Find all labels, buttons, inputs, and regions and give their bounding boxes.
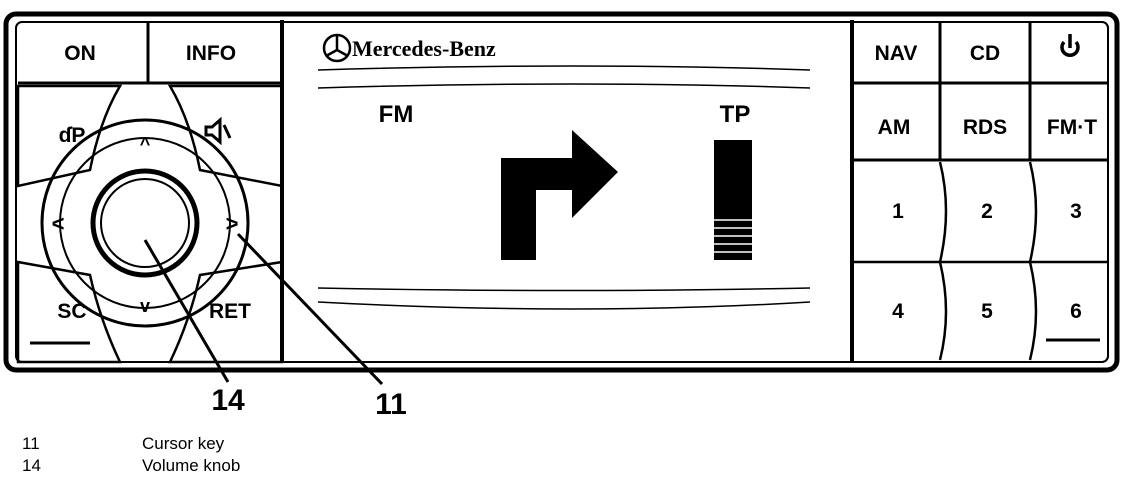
legend-row: 14 Volume knob bbox=[22, 455, 240, 477]
callout-leaders bbox=[143, 232, 384, 386]
cursor-right-arrow: > bbox=[226, 211, 239, 236]
turn-right-arrow-icon bbox=[501, 130, 618, 260]
cursor-up-arrow: ^ bbox=[140, 134, 151, 154]
signal-strength-icon bbox=[714, 140, 752, 260]
preset-4-button[interactable]: 4 bbox=[892, 300, 904, 323]
legend-number: 14 bbox=[22, 456, 41, 475]
legend-text: Volume knob bbox=[142, 456, 241, 475]
rds-label: RDS bbox=[963, 116, 1007, 139]
preset-1-button[interactable]: 1 bbox=[892, 200, 904, 223]
tp-indicator: TP bbox=[720, 101, 751, 128]
legend: 11 Cursor key 14 Volume knob bbox=[22, 433, 240, 477]
cursor-down-arrow: v bbox=[140, 296, 150, 316]
rds-button[interactable]: RDS bbox=[963, 116, 1007, 139]
preset-6-button[interactable]: 6 bbox=[1070, 300, 1082, 323]
phone-icon: ɗP bbox=[59, 124, 86, 147]
preset-5-button[interactable]: 5 bbox=[981, 300, 993, 323]
preset-3-label: 3 bbox=[1070, 200, 1082, 223]
am-button[interactable]: AM bbox=[878, 116, 911, 139]
info-label: INFO bbox=[186, 42, 236, 65]
preset-1-label: 1 bbox=[892, 200, 904, 223]
callout-cursor-number: 11 bbox=[375, 388, 407, 421]
legend-text: Cursor key bbox=[142, 434, 225, 453]
band-indicator: FM bbox=[379, 101, 414, 128]
cd-label: CD bbox=[970, 42, 1000, 65]
on-label: ON bbox=[64, 42, 96, 65]
preset-2-button[interactable]: 2 bbox=[981, 200, 993, 223]
legend-number: 11 bbox=[22, 434, 40, 453]
cursor-key-inner-ring bbox=[59, 137, 231, 309]
display-screen: Mercedes-Benz FM TP bbox=[317, 20, 854, 362]
fm-t-button[interactable]: FM·T bbox=[1047, 116, 1097, 139]
on-button[interactable]: ON bbox=[64, 42, 96, 65]
right-control-panel: NAV CD AM RDS FM·T 1 2 3 4 bbox=[852, 22, 1108, 361]
info-button[interactable]: INFO bbox=[186, 42, 236, 65]
cd-button[interactable]: CD bbox=[970, 42, 1000, 65]
nav-label: NAV bbox=[875, 42, 918, 65]
am-label: AM bbox=[878, 116, 911, 139]
preset-6-label: 6 bbox=[1070, 300, 1082, 323]
fm-t-label: FM·T bbox=[1047, 116, 1097, 139]
brand-wordmark: Mercedes-Benz bbox=[352, 36, 496, 61]
power-icon bbox=[1060, 34, 1080, 58]
volume-knob[interactable] bbox=[90, 168, 200, 278]
cursor-key[interactable] bbox=[40, 118, 250, 328]
cursor-leader-line bbox=[236, 232, 384, 386]
power-button[interactable] bbox=[1060, 34, 1080, 58]
mute-icon bbox=[204, 116, 232, 146]
nav-button[interactable]: NAV bbox=[875, 42, 918, 65]
volume-leader-line bbox=[143, 239, 230, 383]
ret-label: RET bbox=[209, 300, 251, 323]
mercedes-star-icon bbox=[322, 33, 352, 63]
faceplate-inner-frame bbox=[15, 21, 1109, 363]
legend-row: 11 Cursor key bbox=[22, 433, 240, 455]
left-control-panel: ON INFO < > ^ v ɗP SC RET bbox=[16, 20, 284, 364]
sc-label: SC bbox=[57, 300, 86, 323]
volume-knob-inner-ring bbox=[100, 178, 190, 268]
preset-4-label: 4 bbox=[892, 300, 904, 323]
cursor-left-arrow: < bbox=[52, 211, 65, 236]
callout-volume-number: 14 bbox=[211, 384, 245, 417]
preset-2-label: 2 bbox=[981, 200, 993, 223]
preset-3-button[interactable]: 3 bbox=[1070, 200, 1082, 223]
preset-5-label: 5 bbox=[981, 300, 993, 323]
